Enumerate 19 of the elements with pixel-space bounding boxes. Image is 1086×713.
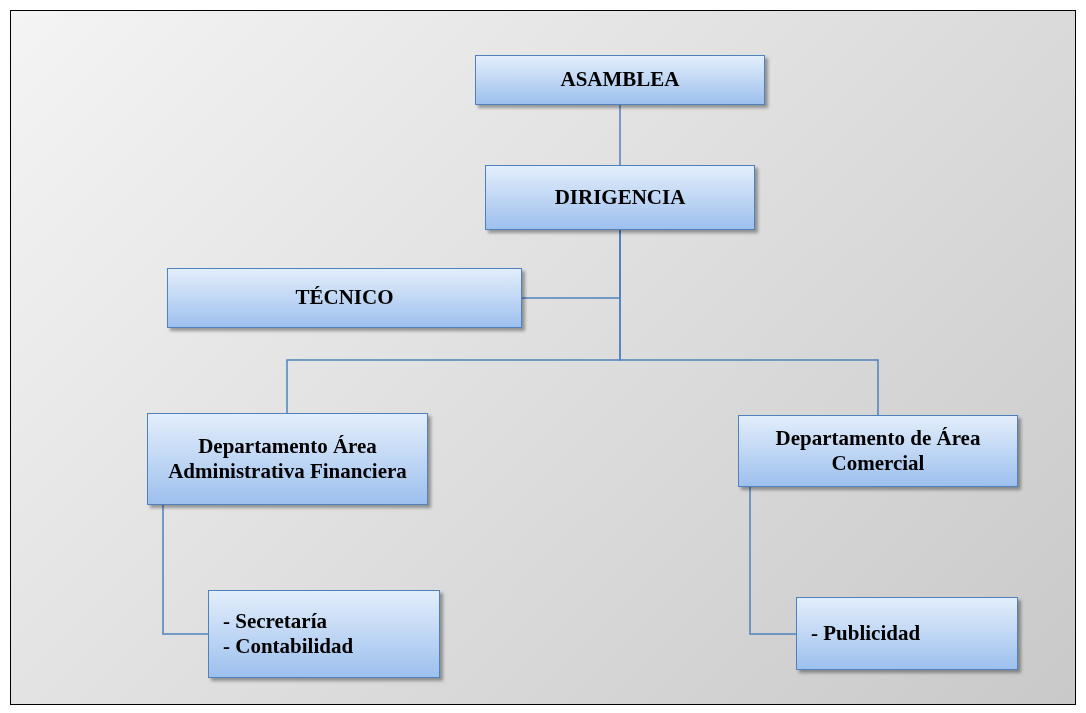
box-label: ASAMBLEA [560, 67, 680, 93]
box-label: DIRIGENCIA [554, 184, 686, 211]
box-label: - Publicidad [811, 620, 921, 647]
org-box [208, 590, 440, 678]
box-label: - Secretaría [223, 608, 327, 634]
box-label: Departamento de Área Comercial [774, 425, 982, 477]
org-box [167, 268, 522, 328]
connector-line [749, 486, 797, 635]
connector-line [619, 104, 621, 166]
org-box [475, 55, 765, 105]
org-box [485, 165, 755, 230]
box-label: - Contabilidad [223, 634, 354, 660]
org-box [796, 597, 1018, 670]
org-box [147, 413, 428, 505]
connector-line [619, 229, 879, 416]
box-label: Departamento Área Administrativa Financiera [167, 433, 408, 485]
connector-line [162, 504, 209, 635]
box-label: TÉCNICO [295, 285, 394, 311]
org-box [738, 415, 1018, 487]
